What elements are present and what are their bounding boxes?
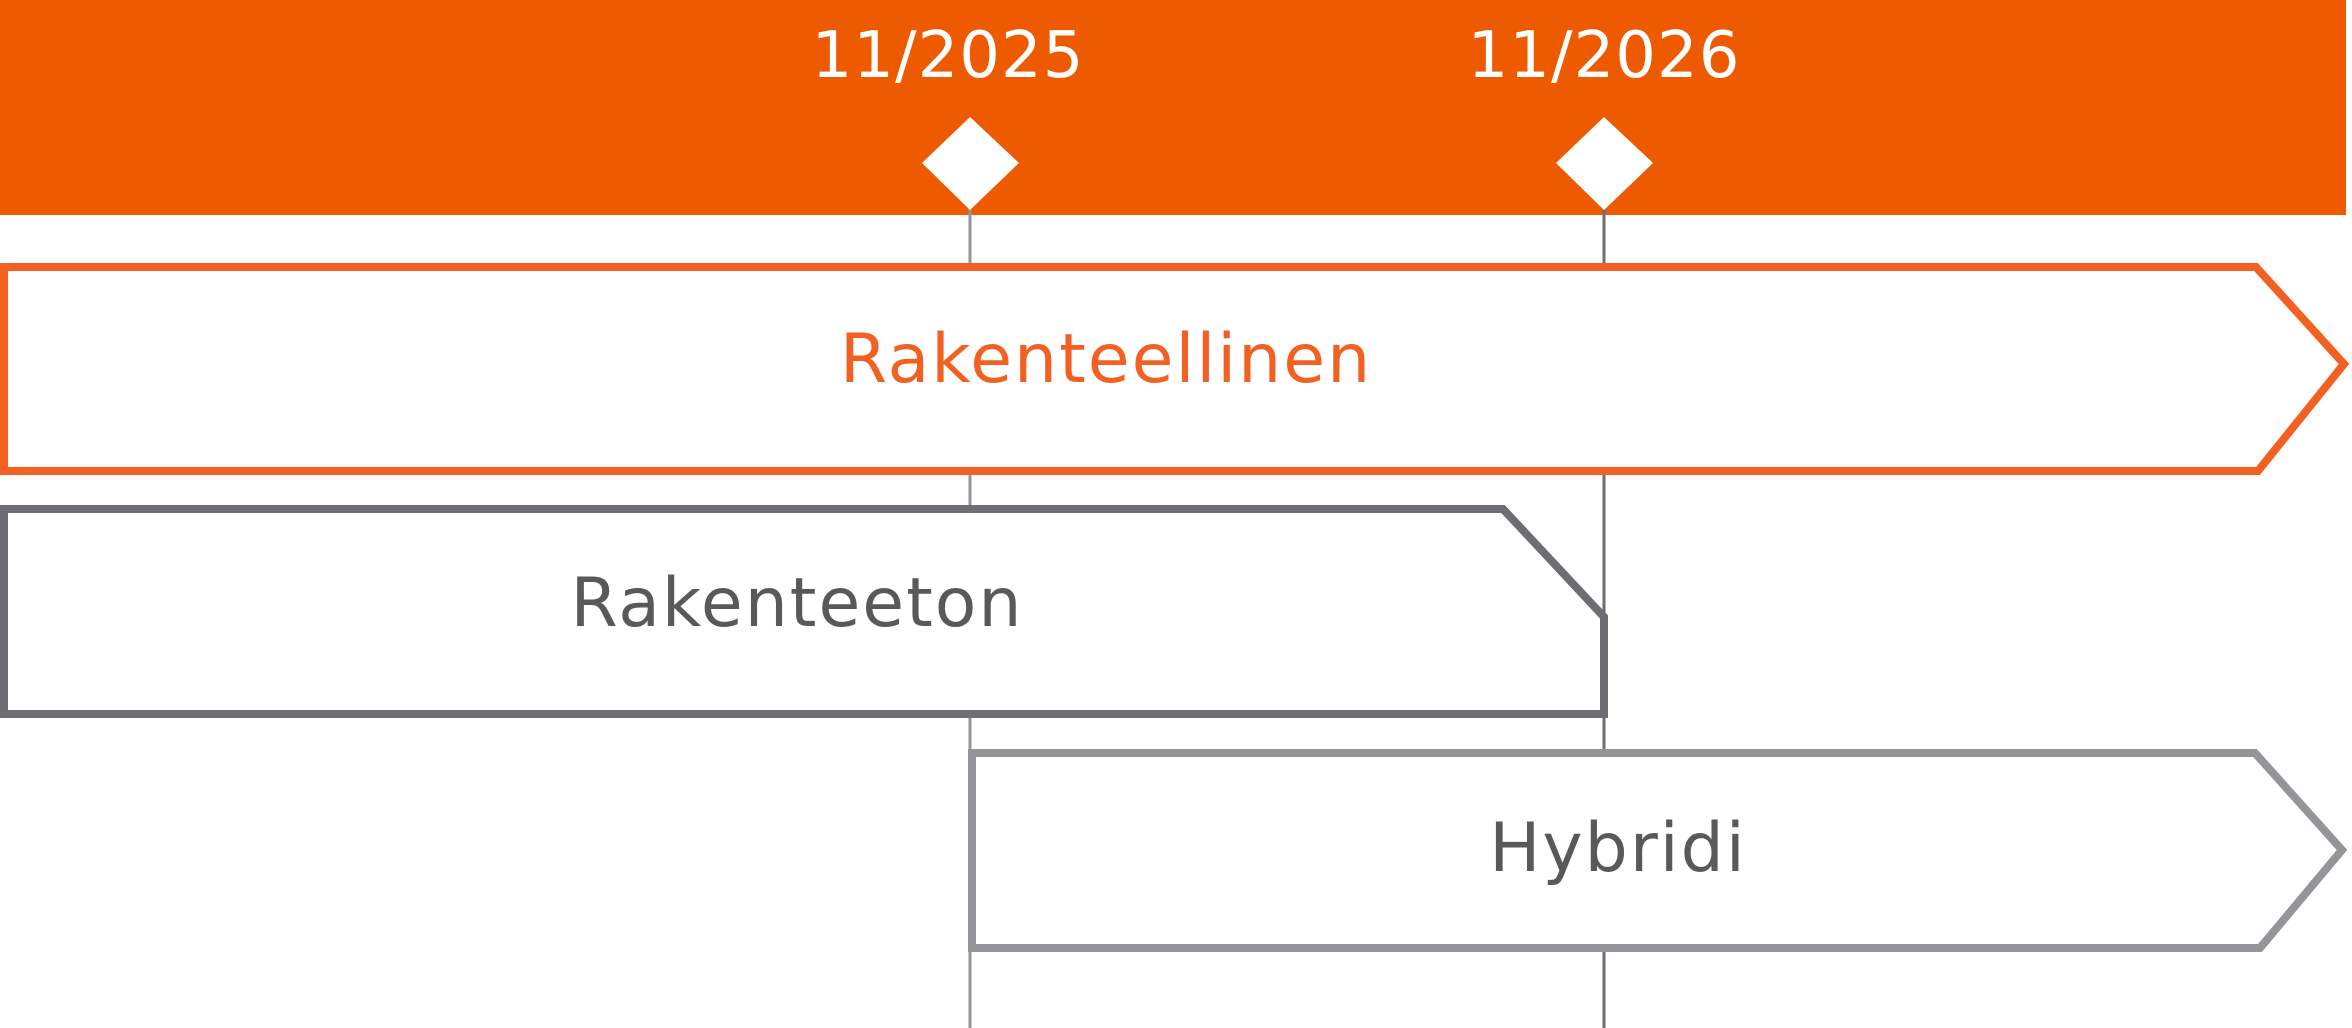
milestone-diamond-icon-2025	[922, 117, 1019, 210]
milestone-label-2025: 11/2025	[811, 19, 1085, 93]
timeline-header-band	[0, 0, 2346, 215]
bar-hybridi-label: Hybridi	[1489, 809, 1747, 888]
bar-rakenteeton-label: Rakenteeton	[570, 564, 1024, 643]
bar-hybridi-shape	[968, 749, 2348, 952]
bar-rakenteeton-shape	[0, 505, 1608, 718]
bar-rakenteellinen-label: Rakenteellinen	[839, 320, 1373, 399]
milestone-diamond-icon-2026	[1556, 117, 1653, 210]
milestone-label-2026: 11/2026	[1467, 19, 1741, 93]
bar-rakenteellinen-shape	[0, 263, 2350, 475]
